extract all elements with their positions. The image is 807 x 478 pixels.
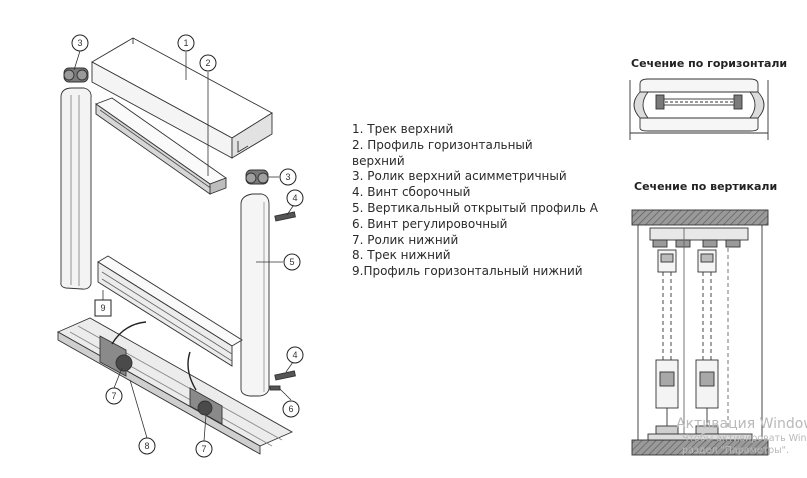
callout-markers <box>71 34 304 458</box>
vertical-section-door-left <box>655 249 679 435</box>
callout-3-top <box>71 34 89 52</box>
lower-horizontal-profile-part <box>97 255 243 367</box>
callout-6-text: 6 <box>288 404 293 414</box>
left-vertical-profile-part <box>60 67 92 290</box>
callout-5 <box>283 253 301 271</box>
callout-9-text: 9 <box>100 303 105 313</box>
legend-item: 6. Винт регулировочный <box>352 216 508 231</box>
callout-2-text: 2 <box>205 58 210 68</box>
legend-item: 1. Трек верхний <box>352 122 454 136</box>
parts-legend: 1. Трек верхний 2. Профиль горизонтальны… <box>352 122 598 280</box>
vertical-section-door-right <box>695 249 719 435</box>
legend-item: 5. Вертикальный открытый профиль А <box>352 200 598 215</box>
lower-track-part <box>56 317 294 455</box>
callout-1-text: 1 <box>183 38 188 48</box>
callout-4-bottom <box>286 346 304 364</box>
callout-4-top <box>286 189 304 207</box>
callout-2 <box>199 54 217 72</box>
lower-roller-right <box>187 351 223 425</box>
windows-activation-watermark: Активация Windows Чтобы активировать Win… <box>676 416 807 476</box>
legend-item: 2. Профиль горизонтальный <box>352 137 533 152</box>
callout-8-text: 8 <box>144 441 149 451</box>
legend-item: 3. Ролик верхний асимметричный <box>352 169 567 184</box>
horizontal-section-title: Сечение по горизонтали <box>631 57 788 70</box>
watermark-line-2: Чтобы активировать Windows, перейдите в <box>682 433 807 444</box>
callout-7-left <box>105 387 123 405</box>
vertical-section-title: Сечение по вертикали <box>634 180 778 193</box>
callout-6 <box>282 400 300 418</box>
legend-item: 4. Винт сборочный <box>352 185 471 200</box>
callout-9 <box>94 299 112 317</box>
callout-5-text: 5 <box>289 257 294 267</box>
horizontal-section-drawing <box>629 78 769 140</box>
legend-item: 7. Ролик нижний <box>352 232 459 247</box>
legend-item: 9.Профиль горизонтальный нижний <box>352 264 583 279</box>
legend-item: 8. Трек нижний <box>352 248 451 263</box>
callout-7-right <box>195 440 213 458</box>
vertical-section-drawing <box>631 209 769 456</box>
watermark-line-3: раздел "Параметры". <box>682 445 790 456</box>
callout-numbers: 1 2 3 3 4 5 4 6 7 7 8 9 <box>77 38 297 454</box>
upper-track-part <box>91 37 273 159</box>
callout-7-left-text: 7 <box>111 391 116 401</box>
callout-4-bottom-text: 4 <box>292 350 297 360</box>
watermark-line-1: Активация Windows <box>676 416 807 432</box>
callout-leaders <box>73 50 294 442</box>
callout-8 <box>138 437 156 455</box>
callout-1 <box>177 34 195 52</box>
lower-roller-left <box>99 321 147 377</box>
callout-3-right-text: 3 <box>285 172 290 182</box>
callout-4-top-text: 4 <box>292 193 297 203</box>
legend-item: верхний <box>352 153 405 168</box>
right-vertical-profile-part <box>240 169 296 397</box>
callout-3-top-text: 3 <box>77 38 82 48</box>
upper-horizontal-profile-part <box>95 97 227 195</box>
callout-7-right-text: 7 <box>201 444 206 454</box>
callout-3-right <box>279 168 297 186</box>
